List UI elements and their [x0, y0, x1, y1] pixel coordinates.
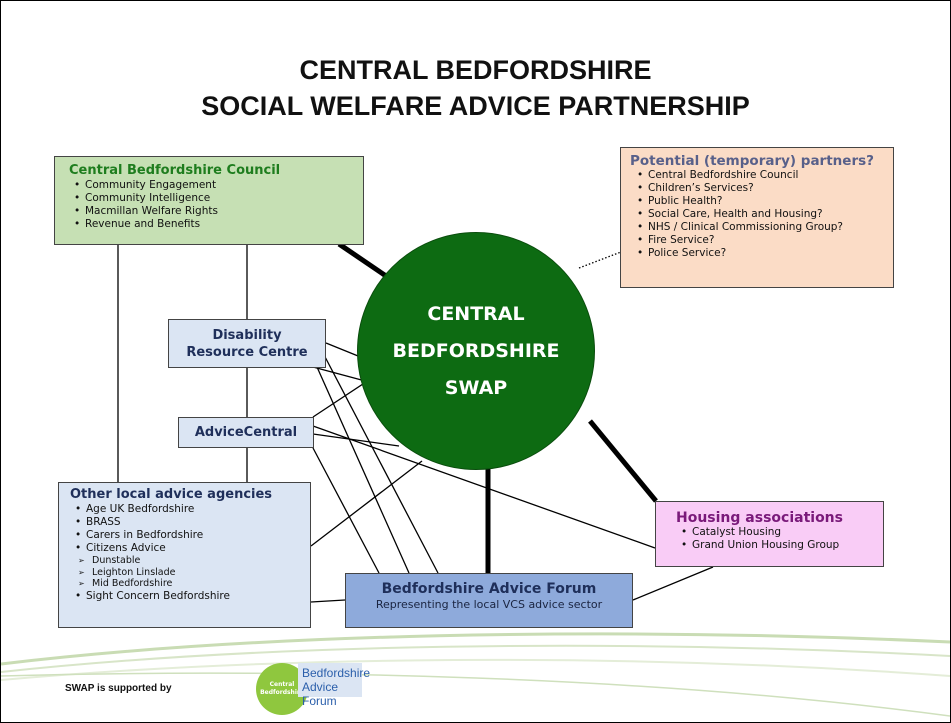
list-item: NHS / Clinical Commissioning Group?	[637, 221, 893, 234]
footer-swoosh	[1, 632, 950, 717]
connector-other-swap	[310, 460, 423, 547]
potential-list: Central Bedfordshire Council Children’s …	[630, 169, 893, 260]
connector-advicecentral-forum	[312, 447, 380, 574]
logo-cb-line-1: Central	[269, 681, 295, 688]
connector-forum-housing	[632, 566, 714, 601]
other-agencies-heading: Other local advice agencies	[70, 487, 273, 502]
list-item: Citizens Advice	[75, 542, 310, 555]
disability-line-2: Resource Centre	[186, 344, 308, 360]
list-item: Children’s Services?	[637, 182, 893, 195]
list-item: Carers in Bedfordshire	[75, 529, 310, 542]
list-item: Police Service?	[637, 247, 893, 260]
list-item: Community Intelligence	[74, 192, 363, 205]
sub-list-item: Mid Bedfordshire	[78, 578, 310, 590]
disability-resource-centre-box: Disability Resource Centre	[168, 319, 326, 368]
title-line-1: CENTRAL BEDFORDSHIRE	[299, 55, 652, 85]
list-item: Social Care, Health and Housing?	[637, 208, 893, 221]
connector-advicecentral-swap	[312, 379, 370, 418]
supported-by-text: SWAP is supported by	[65, 683, 172, 694]
potential-partners-box: Potential (temporary) partners? Central …	[620, 147, 894, 288]
logo-baf-line-2: Advice Forum	[302, 680, 339, 708]
list-item: Age UK Bedfordshire	[75, 503, 310, 516]
advicecentral-box: AdviceCentral	[178, 417, 314, 448]
council-heading: Central Bedfordshire Council	[69, 163, 281, 178]
logo-baf-line-1: Bedfordshire	[302, 666, 371, 680]
connector-advicecentral-swap-2	[312, 433, 400, 447]
forum-heading: Bedfordshire Advice Forum	[381, 581, 597, 597]
disability-line-1: Disability	[212, 327, 282, 343]
housing-associations-box: Housing associations Catalyst Housing Gr…	[655, 501, 884, 567]
list-item: Fire Service?	[637, 234, 893, 247]
advicecentral-label: AdviceCentral	[194, 425, 298, 440]
sub-list-item: Leighton Linslade	[78, 567, 310, 579]
housing-list: Catalyst Housing Grand Union Housing Gro…	[676, 526, 883, 552]
connector-swap-housing-thick	[588, 419, 658, 503]
list-item: Revenue and Benefits	[74, 218, 363, 231]
sub-list-item: Dunstable	[78, 555, 310, 567]
list-item: BRASS	[75, 516, 310, 529]
swap-circle: CENTRAL BEDFORDSHIRE SWAP	[357, 232, 595, 470]
swap-line-1: CENTRAL	[427, 302, 525, 325]
list-item: Community Engagement	[74, 179, 363, 192]
citizens-advice-sublist: Dunstable Leighton Linslade Mid Bedfords…	[70, 555, 310, 590]
connector-advicecentral-housing	[312, 425, 656, 549]
connector-potential-swap	[578, 251, 622, 269]
list-item: Sight Concern Bedfordshire	[75, 590, 310, 603]
title-line-2: SOCIAL WELFARE ADVICE PARTNERSHIP	[201, 91, 750, 121]
connector-other-forum	[310, 599, 346, 603]
advice-forum-box: Bedfordshire Advice Forum Representing t…	[345, 573, 633, 628]
other-agencies-list: Age UK Bedfordshire BRASS Carers in Bedf…	[70, 503, 310, 555]
connector-disability-swap	[325, 342, 364, 359]
list-item: Macmillan Welfare Rights	[74, 205, 363, 218]
list-item: Grand Union Housing Group	[681, 539, 883, 552]
list-item: Public Health?	[637, 195, 893, 208]
swap-line-2: BEDFORDSHIRE	[392, 339, 560, 362]
advice-forum-logo: Bedfordshire Advice Forum	[298, 663, 371, 708]
list-item: Catalyst Housing	[681, 526, 883, 539]
logo-cb-line-2: Bedfordshire	[260, 689, 304, 696]
connector-disability-forum	[316, 366, 410, 574]
connector-disability-forum-2	[322, 352, 439, 574]
connector-council-swap-thick	[337, 241, 388, 279]
housing-heading: Housing associations	[676, 510, 843, 526]
other-agencies-box: Other local advice agencies Age UK Bedfo…	[58, 482, 311, 628]
list-item: Central Bedfordshire Council	[637, 169, 893, 182]
potential-heading: Potential (temporary) partners?	[630, 153, 874, 169]
swap-line-3: SWAP	[444, 376, 508, 399]
council-box: Central Bedfordshire Council Community E…	[54, 156, 364, 245]
forum-subtitle: Representing the local VCS advice sector	[375, 598, 603, 611]
council-list: Community Engagement Community Intellige…	[69, 179, 363, 231]
other-agencies-list-2: Sight Concern Bedfordshire	[70, 590, 310, 603]
